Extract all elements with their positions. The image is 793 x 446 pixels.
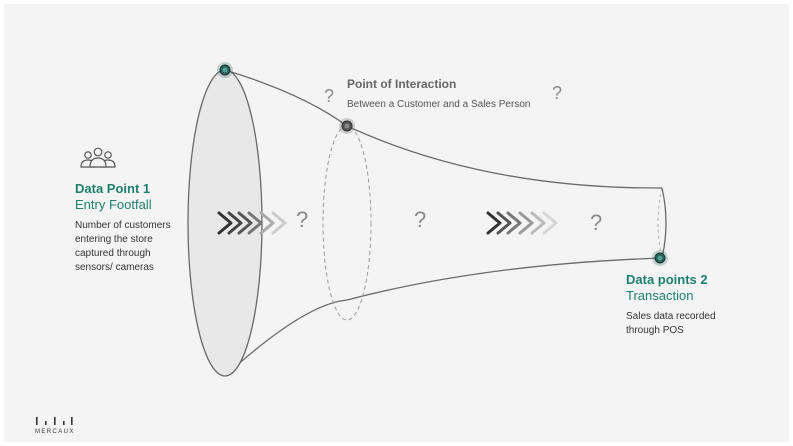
people-group-icon [80,147,116,168]
question-mark-poi-right: ? [552,83,563,103]
logo-mark-icon [36,417,73,425]
funnel-bottom-edge [224,257,663,377]
data-point-2-title: Data points 2 [626,272,708,287]
funnel-diagram [80,62,668,377]
exit-ellipse-front [661,187,667,259]
node-interaction [339,118,355,134]
node-transaction [652,250,668,266]
node-entry [217,62,233,78]
exit-ellipse-back [657,187,663,259]
question-mark-exit: ? [590,210,603,235]
data-point-2-block: Data points 2 Transaction Sales data rec… [626,272,776,338]
point-of-interaction-description: Between a Customer and a Sales Person [347,99,531,110]
data-point-1-subtitle: Entry Footfall [75,197,152,212]
data-point-1-description: Number of customers entering the store c… [75,220,171,273]
interaction-ellipse [322,125,372,321]
data-point-1-block: Data Point 1 Entry Footfall Number of cu… [75,181,215,275]
slide: ? ? ? ? ? Data Point 1 Entry Footfall Nu… [4,4,789,442]
logo-text: MERCAUX [35,429,75,435]
funnel-top-edge [224,69,663,189]
data-point-2-subtitle: Transaction [626,288,694,303]
data-point-2-description: Sales data recorded through POS [626,311,716,336]
chevrons-middle [486,211,558,235]
mercaux-logo: MERCAUX [35,414,75,435]
data-point-1-title: Data Point 1 [75,181,151,196]
question-mark-poi-left: ? [324,86,335,106]
chevrons-entry [217,211,287,235]
question-mark-middle: ? [414,207,427,232]
question-mark-entry: ? [296,207,309,232]
point-of-interaction-title: Point of Interaction [347,77,457,91]
point-of-interaction-block: Point of Interaction Between a Customer … [347,77,587,112]
